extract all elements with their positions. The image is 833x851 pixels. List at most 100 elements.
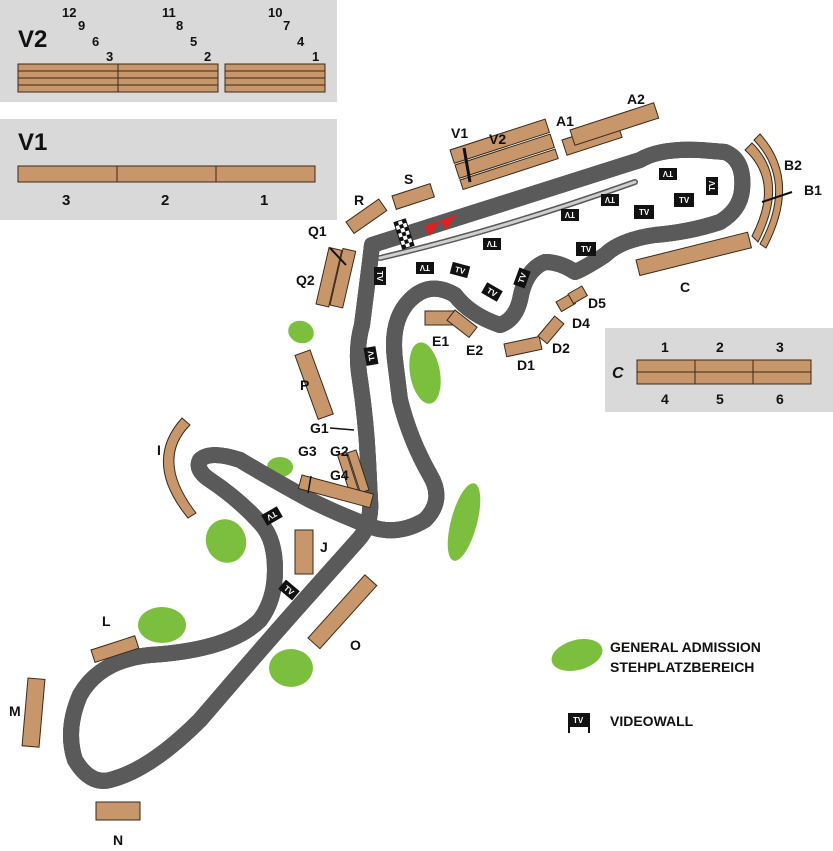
- ga-area[interactable]: [200, 513, 253, 568]
- label-m: M: [9, 703, 21, 719]
- stand-q2[interactable]: [315, 246, 343, 308]
- svg-text:TV: TV: [604, 195, 615, 204]
- svg-text:TV: TV: [581, 245, 592, 254]
- svg-text:TV: TV: [708, 180, 717, 191]
- label-d5: D5: [588, 295, 606, 311]
- ga-area[interactable]: [405, 340, 445, 406]
- start-flag-icon: [424, 221, 440, 236]
- stand-r[interactable]: [345, 198, 388, 235]
- label-n: N: [113, 832, 123, 848]
- start-finish-line: [393, 215, 456, 250]
- stand-i[interactable]: [163, 417, 197, 519]
- v1-label-1: 1: [260, 192, 268, 209]
- v2-label-4: 4: [297, 34, 305, 49]
- svg-text:TV: TV: [419, 263, 430, 272]
- svg-text:TV: TV: [679, 196, 690, 205]
- label-e1: E1: [432, 333, 449, 349]
- stand-d2[interactable]: [537, 315, 565, 345]
- ga-area[interactable]: [269, 649, 313, 687]
- label-d4: D4: [572, 315, 590, 331]
- svg-text:TV: TV: [454, 265, 467, 277]
- stand-d1[interactable]: [503, 335, 543, 358]
- label-j: J: [320, 539, 328, 555]
- v2-label-3: 3: [106, 49, 113, 64]
- stand-q1[interactable]: [329, 247, 357, 309]
- v2-label-7: 7: [283, 18, 290, 33]
- label-a1: A1: [556, 113, 574, 129]
- v2-label-8: 8: [176, 18, 183, 33]
- c-label-4: 4: [661, 391, 669, 407]
- c-label-1: 1: [661, 339, 669, 355]
- c-label-6: 6: [776, 391, 784, 407]
- ga-area[interactable]: [285, 317, 317, 347]
- v2-label-12: 12: [62, 5, 76, 20]
- stand-v1-marker: [462, 147, 472, 183]
- stand-s[interactable]: [391, 183, 435, 210]
- v2-label-6: 6: [92, 34, 99, 49]
- label-g3: G3: [298, 443, 317, 459]
- stand-n[interactable]: [95, 801, 141, 821]
- label-g2: G2: [330, 443, 349, 459]
- label-q2: Q2: [296, 272, 315, 288]
- label-d2: D2: [552, 340, 570, 356]
- legend-ga-label-1: GENERAL ADMISSION: [610, 639, 761, 655]
- inset-c: C 1 2 3 4 5 6: [605, 328, 833, 412]
- c-label-5: 5: [716, 391, 724, 407]
- svg-text:TV: TV: [486, 239, 497, 248]
- ga-area[interactable]: [138, 607, 186, 643]
- v2-label-5: 5: [190, 34, 197, 49]
- label-a2: A2: [627, 91, 645, 107]
- label-g1: G1: [310, 420, 329, 436]
- svg-text:TV: TV: [564, 210, 575, 219]
- legend: GENERAL ADMISSION STEHPLATZBEREICH TV VI…: [551, 639, 761, 733]
- label-b2: B2: [784, 157, 802, 173]
- label-i: I: [157, 442, 161, 458]
- legend-tv-icon: TV: [568, 713, 590, 733]
- stand-a2[interactable]: [569, 102, 660, 146]
- stand-v2[interactable]: [449, 118, 559, 191]
- stand-g4[interactable]: [297, 474, 375, 509]
- stand-m[interactable]: [21, 677, 46, 748]
- svg-text:TV: TV: [375, 271, 384, 282]
- legend-ga-swatch: [551, 639, 603, 671]
- stand-d5[interactable]: [567, 285, 589, 305]
- label-c: C: [680, 279, 690, 295]
- c-label-3: 3: [776, 339, 784, 355]
- stand-c[interactable]: [635, 231, 753, 277]
- label-v2: V2: [489, 131, 506, 147]
- stand-p[interactable]: [294, 349, 334, 421]
- c-label-2: 2: [716, 339, 724, 355]
- svg-text:TV: TV: [517, 271, 529, 284]
- label-q1: Q1: [308, 223, 327, 239]
- label-e2: E2: [466, 342, 483, 358]
- inset-v2-blocks: [17, 63, 326, 93]
- label-d1: D1: [517, 357, 535, 373]
- stand-o[interactable]: [307, 574, 378, 650]
- stand-b2[interactable]: [753, 133, 783, 249]
- ga-area[interactable]: [441, 480, 487, 564]
- inset-v1: V1 3 2 1: [0, 119, 337, 220]
- v1-label-2: 2: [161, 192, 169, 209]
- v2-label-9: 9: [78, 18, 85, 33]
- v1-block-1[interactable]: [215, 165, 316, 183]
- inset-v2: V2 12 9 6 3 11 8 5 2 10 7 4 1: [0, 0, 337, 102]
- label-v1: V1: [451, 125, 468, 141]
- legend-ga-label-2: STEHPLATZBEREICH: [610, 659, 754, 675]
- stand-b1[interactable]: [744, 142, 774, 243]
- stand-l[interactable]: [90, 635, 140, 663]
- stand-e2[interactable]: [446, 309, 478, 339]
- inset-v1-title: V1: [18, 129, 47, 156]
- v1-block-3[interactable]: [17, 165, 118, 183]
- grandstands: V1 V2 A1 A2 B2 B1 C S R Q1 Q2 P G1: [9, 91, 822, 848]
- label-s: S: [404, 171, 413, 187]
- label-l: L: [102, 613, 111, 629]
- label-g4: G4: [330, 467, 349, 483]
- stand-j[interactable]: [294, 529, 314, 575]
- label-o: O: [350, 637, 361, 653]
- v1-label-3: 3: [62, 192, 70, 209]
- v1-block-2[interactable]: [116, 165, 217, 183]
- general-admission-areas: [138, 317, 487, 687]
- v2-label-10: 10: [268, 5, 282, 20]
- videowalls: TV TV TV TV TV TV TV TV TV TV TV TV TV T…: [261, 168, 718, 601]
